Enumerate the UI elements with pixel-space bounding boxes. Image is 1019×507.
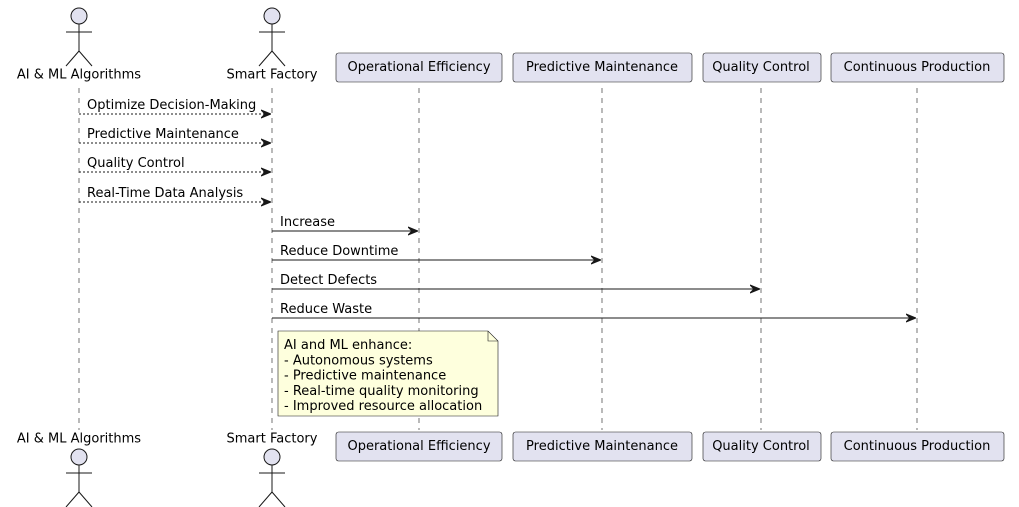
participant-label-top-production: Continuous Production [844,60,991,75]
participant-label-top-factory: Smart Factory [227,68,318,83]
message-label-8: Reduce Waste [280,302,372,317]
note-line-2: - Autonomous systems [284,353,433,368]
message-label-1: Optimize Decision-Making [87,98,256,113]
participant-box-top-maintenance [512,52,693,83]
participant-label-bottom-maintenance: Predictive Maintenance [526,439,678,454]
participant-label-bottom-ai: AI & ML Algorithms [17,432,141,447]
note-box [277,330,499,417]
participant-box-bottom-production [830,431,1005,462]
note: AI and ML enhance:- Autonomous systems- … [277,330,499,417]
actor-icon-bottom-ai [65,448,93,507]
note-line-4: - Real-time quality monitoring [284,384,479,399]
participant-box-bottom-quality [702,431,822,462]
participant-label-top-maintenance: Predictive Maintenance [526,60,678,75]
actor-icon-top-ai [65,7,93,67]
message-label-6: Reduce Downtime [280,244,398,259]
message-label-2: Predictive Maintenance [87,127,239,142]
participant-box-top-efficiency [335,52,503,83]
participant-label-bottom-quality: Quality Control [712,439,810,454]
actor-icon-bottom-factory [258,448,286,507]
participant-label-bottom-efficiency: Operational Efficiency [347,439,490,454]
participant-box-bottom-efficiency [335,431,503,462]
participant-box-top-production [830,52,1005,83]
participant-label-bottom-production: Continuous Production [844,439,991,454]
note-line-1: AI and ML enhance: [284,338,412,353]
note-line-3: - Predictive maintenance [284,369,446,384]
actor-icon-top-factory [258,7,286,67]
participant-label-top-ai: AI & ML Algorithms [17,68,141,83]
message-label-7: Detect Defects [280,273,377,288]
participant-box-top-quality [702,52,822,83]
participant-box-bottom-maintenance [512,431,693,462]
note-fold [487,331,498,342]
message-label-5: Increase [280,215,335,230]
message-label-4: Real-Time Data Analysis [87,186,243,201]
participant-label-bottom-factory: Smart Factory [227,432,318,447]
participant-label-top-efficiency: Operational Efficiency [347,60,490,75]
message-label-3: Quality Control [87,156,185,171]
participant-label-top-quality: Quality Control [712,60,810,75]
note-line-5: - Improved resource allocation [284,399,482,414]
